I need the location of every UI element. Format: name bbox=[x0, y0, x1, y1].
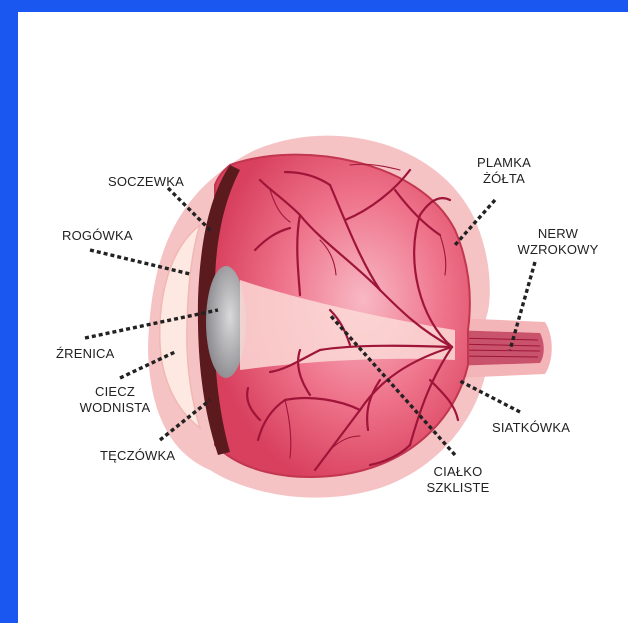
label-ciecz-wodnista-line1: CIECZ bbox=[70, 384, 160, 400]
label-nerw-wzrokowy-line1: NERW bbox=[508, 226, 608, 242]
label-plamka-zolta-line2: ŻÓŁTA bbox=[464, 171, 544, 187]
label-ciecz-wodnista: CIECZ WODNISTA bbox=[70, 384, 160, 416]
label-siatkowka: SIATKÓWKA bbox=[492, 420, 570, 436]
label-zrenica: ŹRENICA bbox=[56, 346, 114, 362]
label-soczewka: SOCZEWKA bbox=[108, 174, 184, 190]
diagram-frame: SOCZEWKA ROGÓWKA ŹRENICA CIECZ WODNISTA … bbox=[18, 12, 628, 623]
label-rogowka: ROGÓWKA bbox=[62, 228, 133, 244]
label-teczowka: TĘCZÓWKA bbox=[100, 448, 175, 464]
label-cialko-szkliste-line2: SZKLISTE bbox=[418, 480, 498, 496]
label-plamka-zolta-line1: PLAMKA bbox=[464, 155, 544, 171]
label-nerw-wzrokowy-line2: WZROKOWY bbox=[508, 242, 608, 258]
label-cialko-szkliste: CIAŁKO SZKLISTE bbox=[418, 464, 498, 496]
label-nerw-wzrokowy: NERW WZROKOWY bbox=[508, 226, 608, 258]
label-plamka-zolta: PLAMKA ŻÓŁTA bbox=[464, 155, 544, 187]
eye-diagram bbox=[18, 12, 628, 623]
label-ciecz-wodnista-line2: WODNISTA bbox=[70, 400, 160, 416]
label-cialko-szkliste-line1: CIAŁKO bbox=[418, 464, 498, 480]
